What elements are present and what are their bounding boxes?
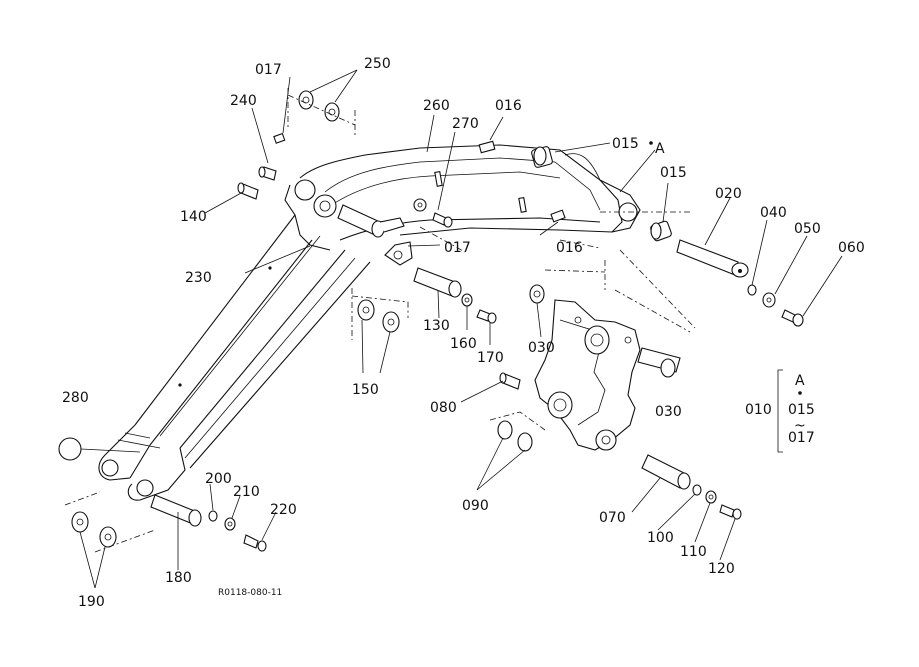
callout-017-mid: 017 xyxy=(444,240,471,256)
callout-150: 150 xyxy=(352,382,379,398)
callout-015-right: 015 xyxy=(660,165,687,181)
callout-090: 090 xyxy=(462,498,489,514)
callout-015-upper: 015 xyxy=(612,136,639,152)
callout-190: 190 xyxy=(78,594,105,610)
set-note-tilde: ~ xyxy=(794,418,806,434)
callout-170: 170 xyxy=(477,350,504,366)
set-note-from: A xyxy=(795,373,805,389)
callout-017-top: 017 xyxy=(255,62,282,78)
callout-120: 120 xyxy=(708,561,735,577)
callout-180: 180 xyxy=(165,570,192,586)
pin-group-elbow xyxy=(337,198,497,324)
callout-060: 060 xyxy=(838,240,865,256)
callout-200: 200 xyxy=(205,471,232,487)
callout-110: 110 xyxy=(680,544,707,560)
set-bracket xyxy=(777,369,802,453)
leader-lines xyxy=(79,69,843,589)
grease-nipple-plate-016-lower xyxy=(550,209,566,223)
callout-016-top: 016 xyxy=(495,98,522,114)
set-note-mid: 015 xyxy=(788,402,815,418)
callout-160: 160 xyxy=(450,336,477,352)
drawing-code: R0118-080-11 xyxy=(218,588,282,598)
callout-030-left: 030 xyxy=(528,340,555,356)
callout-140: 140 xyxy=(180,209,207,225)
callout-030-right: 030 xyxy=(655,404,682,420)
pin-020 xyxy=(676,239,749,278)
grease-fittings xyxy=(237,166,277,200)
callout-080: 080 xyxy=(430,400,457,416)
plate-017-upper xyxy=(273,132,286,144)
callout-260: 260 xyxy=(423,98,450,114)
cap-280 xyxy=(58,437,141,461)
set-note: A 015 ~ 017 xyxy=(788,373,815,446)
callout-A: A xyxy=(655,141,665,157)
pin-070-set xyxy=(641,454,742,520)
callout-130: 130 xyxy=(423,318,450,334)
shims-150 xyxy=(351,288,409,340)
callout-016-lower: 016 xyxy=(556,240,583,256)
callout-010: 010 xyxy=(745,402,772,418)
callout-220: 220 xyxy=(270,502,297,518)
grease-nipple-plate-016-upper xyxy=(478,140,496,154)
callout-210: 210 xyxy=(233,484,260,500)
callout-050: 050 xyxy=(794,221,821,237)
boom-elbow-details xyxy=(273,132,566,266)
set-note-to: 017 xyxy=(788,430,815,446)
callout-070: 070 xyxy=(599,510,626,526)
shims-250 xyxy=(287,88,356,135)
boom-body xyxy=(98,144,690,501)
fitting-080 xyxy=(499,372,521,390)
callout-020: 020 xyxy=(715,186,742,202)
callout-230: 230 xyxy=(185,270,212,286)
callout-240: 240 xyxy=(230,93,257,109)
pin-180-set xyxy=(150,494,267,552)
swing-bracket xyxy=(529,284,681,451)
callout-270: 270 xyxy=(452,116,479,132)
bushings-015 xyxy=(531,146,672,242)
shims-190 xyxy=(64,491,156,553)
callout-280: 280 xyxy=(62,390,89,406)
fasteners-040-060 xyxy=(747,284,804,327)
shims-090 xyxy=(489,411,546,452)
callout-labels: 017 250 240 260 016 270 015 A 015 020 04… xyxy=(62,56,865,610)
callout-040: 040 xyxy=(760,205,787,221)
callout-250: 250 xyxy=(364,56,391,72)
callout-100: 100 xyxy=(647,530,674,546)
